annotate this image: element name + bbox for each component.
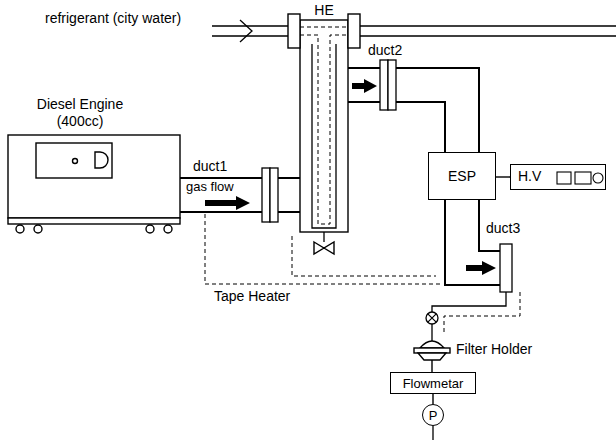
wire-connector	[432, 360, 433, 372]
valve-cross	[428, 314, 436, 322]
node-label: ESP	[448, 168, 476, 184]
duct-wall	[348, 85, 462, 152]
water-label: refrigerant (city water)	[45, 10, 181, 26]
duct-interior	[180, 179, 300, 211]
outline-group	[414, 341, 450, 360]
gas-flow-arrow	[352, 79, 377, 93]
duct-wall	[180, 177, 300, 213]
duct-flange	[380, 60, 388, 110]
gas-flow-arrow	[205, 196, 250, 210]
filter-holder-outline	[414, 336, 450, 360]
water-pipe	[212, 26, 288, 36]
esp-box: ESP	[428, 152, 496, 200]
inner-tube	[300, 27, 348, 224]
drain-stem	[323, 232, 324, 242]
node-label: Flowmetar	[403, 376, 464, 391]
node-label: P	[429, 408, 438, 423]
exchanger-body	[300, 20, 348, 232]
heat-exchanger-outline	[300, 2, 348, 232]
valve-symbol	[426, 312, 438, 324]
dial-knob	[593, 173, 603, 183]
flowmeter-box: Flowmetar	[390, 372, 476, 394]
duct-flange	[270, 168, 278, 222]
sampling-line	[432, 292, 506, 341]
wheel	[146, 225, 154, 233]
tape-heater-line	[292, 236, 436, 276]
duct-label: duct1	[193, 158, 227, 174]
water-flow-arrow	[240, 20, 252, 42]
meter-window	[557, 172, 571, 184]
engine-body	[8, 135, 180, 218]
water-pipe	[360, 26, 616, 36]
engine-panel	[36, 143, 112, 178]
outline-group	[288, 14, 360, 254]
high-voltage-supply: H.V	[510, 164, 606, 190]
gas-flow-arrow	[466, 261, 496, 275]
wire-line	[496, 176, 510, 177]
node-label: Filter Holder	[456, 341, 492, 357]
inner-jacket	[312, 44, 336, 228]
engine-knob	[73, 159, 78, 164]
engine-base	[8, 218, 180, 224]
node-label: HE	[300, 2, 348, 18]
flow-label: gas flow	[186, 180, 234, 194]
tape-heater-line	[444, 292, 520, 332]
meter-window	[575, 172, 591, 184]
pipe-flange	[348, 14, 360, 48]
diesel-engine: Diesel Engine (400cc)	[8, 96, 180, 233]
wire-connector	[433, 394, 434, 404]
filter-dome	[420, 341, 444, 348]
outline-group	[8, 135, 180, 233]
drain-valve	[314, 242, 334, 254]
outline-group	[557, 172, 603, 184]
duct-flange	[262, 168, 270, 222]
duct-connector	[180, 195, 300, 196]
pipe-flange	[288, 14, 300, 48]
engine-port	[95, 152, 108, 168]
filter-base	[418, 353, 446, 360]
duct-label: duct3	[486, 220, 520, 236]
duct-label: duct2	[368, 42, 402, 58]
heat-exchanger: HE	[300, 2, 348, 232]
duct-flange	[388, 60, 396, 110]
node-label: Diesel Engine (400cc)	[20, 96, 140, 130]
duct-flange	[500, 244, 512, 292]
heater-label: Tape Heater	[214, 288, 290, 304]
filter-plate	[414, 348, 450, 353]
wheel	[34, 225, 42, 233]
node-label: H.V	[511, 165, 605, 188]
pump-symbol: P	[422, 404, 444, 426]
wheel	[164, 225, 172, 233]
duct-connector	[348, 85, 462, 152]
duct-interior	[348, 85, 462, 152]
wire-connector	[496, 177, 510, 178]
wheel	[16, 225, 24, 233]
wire-line	[432, 394, 433, 404]
wire-line	[431, 360, 432, 372]
filter-holder: Filter Holder	[414, 336, 450, 360]
pump-outlet	[432, 426, 433, 440]
